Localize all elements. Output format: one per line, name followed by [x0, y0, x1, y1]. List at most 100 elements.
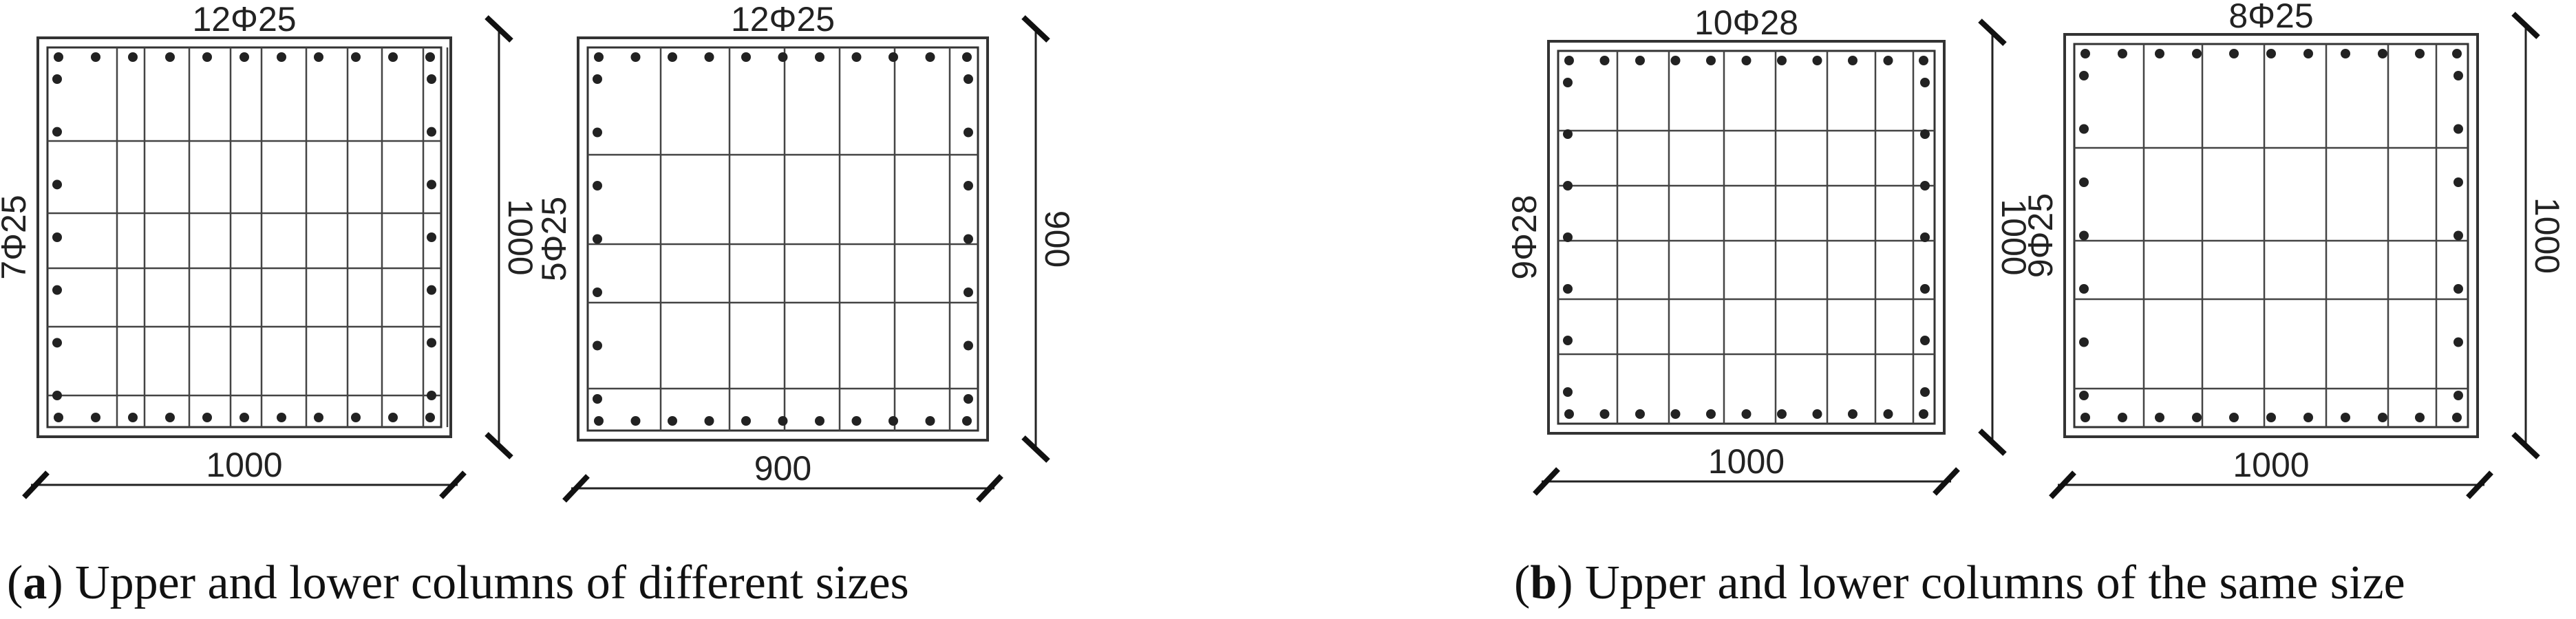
- rebar-dot: [851, 416, 862, 426]
- rebar-dot: [815, 416, 824, 426]
- rebar-dot: [202, 413, 212, 422]
- rebar-dot: [741, 416, 751, 426]
- rebar-dot: [425, 413, 435, 422]
- rebar-dot: [388, 52, 398, 62]
- rebar-dot: [1563, 129, 1573, 139]
- rebar-dot: [427, 232, 436, 242]
- rebar-dot: [2192, 49, 2202, 58]
- rebar-dot: [239, 413, 249, 422]
- rebar-dot: [2303, 413, 2313, 422]
- stirrup-outline: [46, 46, 443, 428]
- rebar-dot: [351, 413, 361, 422]
- rebar-dot: [128, 413, 138, 422]
- rebar-dot: [239, 52, 249, 62]
- rebar-dot: [1635, 56, 1645, 65]
- rebar-dot: [427, 285, 436, 295]
- rebar-dot: [1564, 56, 1574, 65]
- rebar-dot: [2080, 49, 2090, 58]
- rebar-dot: [2118, 413, 2127, 422]
- top-rebar-label: 12Φ25: [192, 0, 296, 39]
- rebar-dot: [2378, 49, 2387, 58]
- rebar-dot: [2453, 177, 2463, 187]
- rebar-dot: [1919, 56, 1928, 65]
- rebar-dot: [2303, 49, 2313, 58]
- rebar-dot: [165, 52, 175, 62]
- rebar-dot: [314, 413, 323, 422]
- dimension-tick: [562, 474, 590, 503]
- rebar-dot: [52, 127, 62, 137]
- section-outline: [577, 36, 989, 442]
- rebar-dot: [2192, 413, 2202, 422]
- rebar-dot: [2155, 413, 2164, 422]
- height-dimension-label: 1000: [501, 199, 540, 275]
- rebar-dot: [1848, 56, 1858, 65]
- rebar-dot: [593, 74, 602, 84]
- side-rebar-label: 5Φ25: [535, 197, 573, 281]
- rebar-dot: [52, 391, 62, 400]
- rebar-dot: [2079, 337, 2089, 347]
- rebar-dot: [2118, 49, 2127, 58]
- rebar-dot: [2079, 124, 2089, 134]
- dimension-tick: [1021, 435, 1050, 463]
- rebar-dot: [277, 413, 286, 422]
- dimension-tick: [1533, 467, 1560, 496]
- height-dimension-label: 1000: [2528, 197, 2566, 274]
- dimension-tick: [976, 474, 1003, 503]
- caption-b: (b) Upper and lower columns of the same …: [1514, 556, 2405, 609]
- rebar-dot: [964, 127, 973, 138]
- rebar-dot: [1812, 409, 1822, 419]
- top-rebar-label: 12Φ25: [731, 0, 835, 39]
- rebar-dot: [2415, 413, 2425, 422]
- dimension-tick: [485, 15, 513, 43]
- rebar-dot: [1563, 284, 1573, 294]
- rebar-dot: [54, 52, 63, 62]
- rebar-dot: [593, 287, 602, 297]
- rebar-dot: [1599, 56, 1610, 65]
- rebar-dot: [1777, 56, 1787, 65]
- rebar-dot: [2266, 413, 2276, 422]
- rebar-dot: [91, 413, 100, 422]
- rebar-dot: [2079, 71, 2089, 80]
- rebar-dot: [962, 52, 972, 62]
- rebar-dot: [52, 232, 62, 242]
- dimension-tick: [1933, 467, 1960, 496]
- height-dimension-label: 1000: [1994, 199, 2033, 275]
- rebar-dot: [1920, 181, 1930, 191]
- section-outline: [2063, 33, 2479, 438]
- rebar-dot: [1563, 232, 1573, 242]
- rebar-dot: [202, 52, 212, 62]
- rebar-dot: [351, 52, 361, 62]
- dimension-tick: [22, 470, 50, 499]
- rebar-dot: [593, 340, 602, 351]
- rebar-dot: [1635, 409, 1645, 419]
- caption-a: (a) Upper and lower columns of different…: [7, 556, 909, 609]
- rebar-dot: [815, 52, 824, 62]
- rebar-dot: [2452, 413, 2462, 422]
- rebar-dot: [52, 180, 62, 190]
- width-dimension-label: 1000: [2233, 446, 2309, 484]
- height-dimension-label: 900: [1038, 210, 1076, 268]
- rebar-dot: [1919, 409, 1928, 419]
- section-outline: [36, 36, 452, 438]
- rebar-dot: [2378, 413, 2387, 422]
- rebar-dot: [2453, 71, 2463, 80]
- dimension-tick: [2049, 470, 2076, 499]
- width-dimension-label: 1000: [1708, 442, 1785, 481]
- rebar-dot: [2453, 124, 2463, 134]
- rebar-dot: [2453, 230, 2463, 241]
- rebar-dot: [2080, 413, 2090, 422]
- rebar-dot: [427, 127, 436, 137]
- dimension-tick: [2466, 470, 2493, 499]
- rebar-dot: [2079, 391, 2089, 400]
- rebar-dot: [388, 413, 398, 422]
- width-dimension-label: 900: [754, 449, 811, 488]
- rebar-dot: [91, 52, 100, 62]
- rebar-dot: [1741, 56, 1752, 65]
- width-dimension-label: 1000: [206, 446, 282, 484]
- dimension-tick: [485, 432, 513, 459]
- rebar-dot: [668, 52, 677, 62]
- stirrup-outline: [1557, 50, 1936, 425]
- rebar-dot: [888, 52, 898, 62]
